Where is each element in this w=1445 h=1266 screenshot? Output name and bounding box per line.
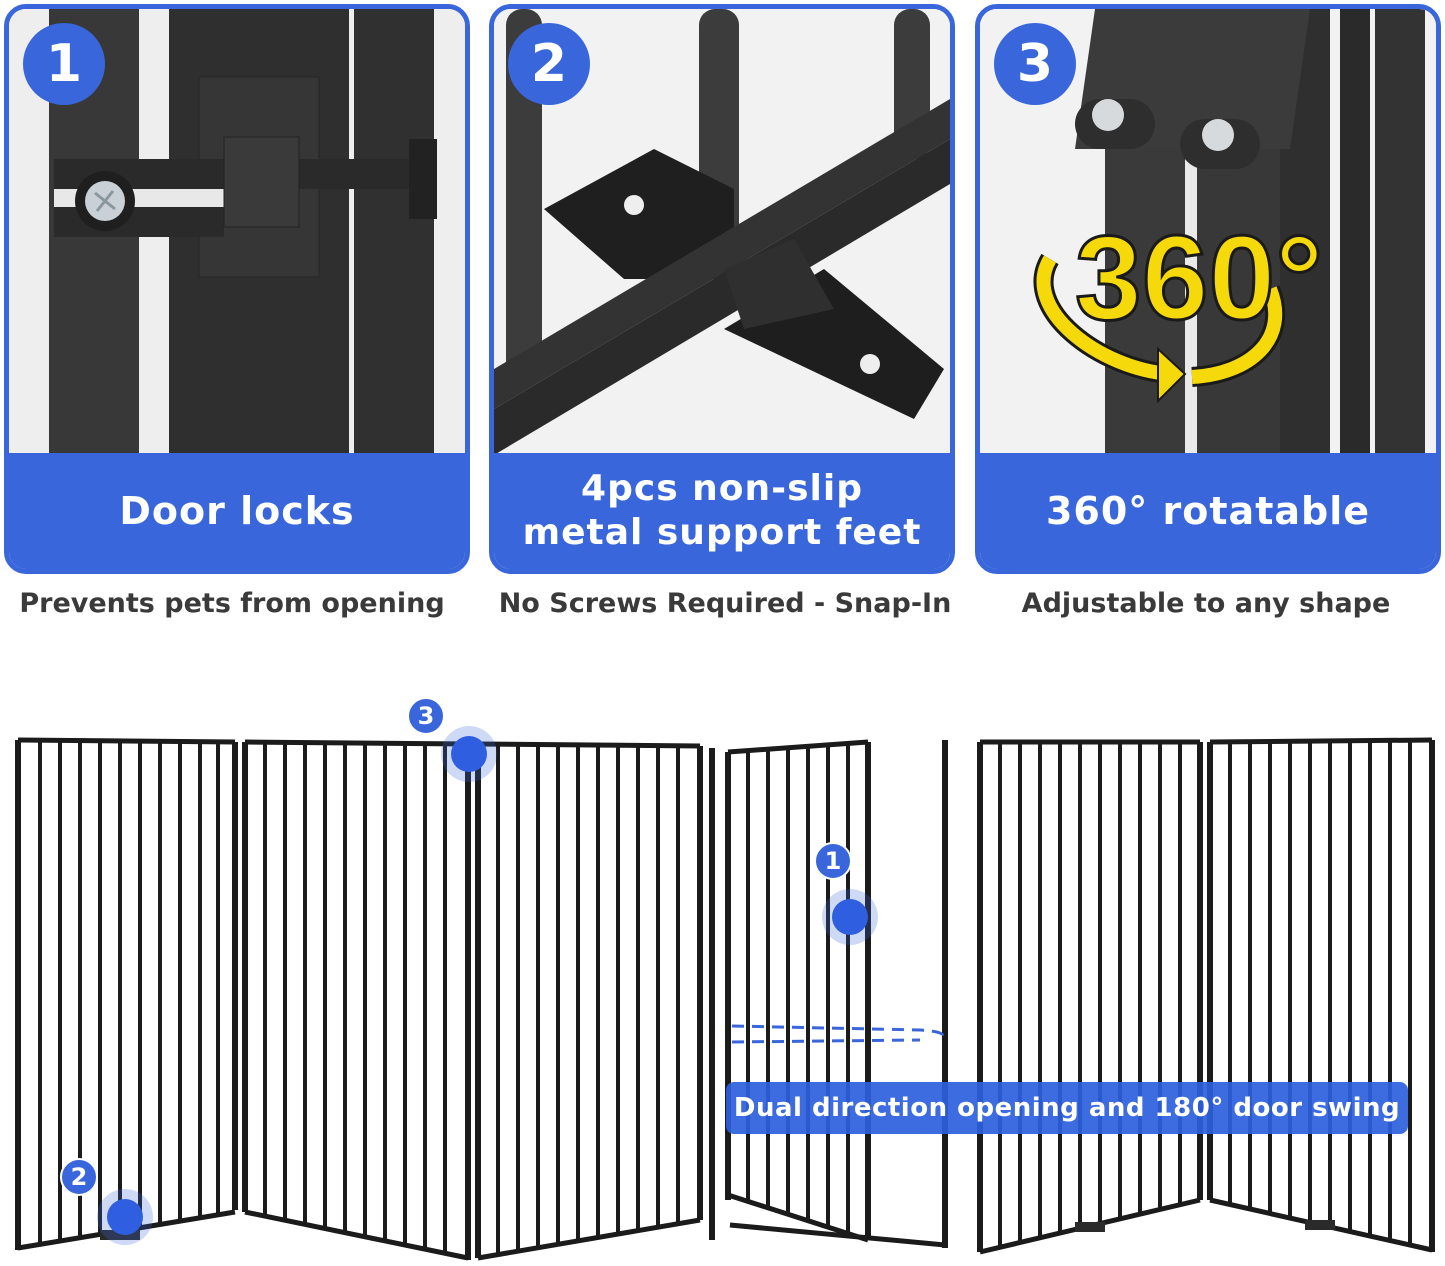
hotspot-badge-hinge: 3 — [407, 697, 445, 735]
feature-title-line2: metal support feet — [522, 512, 922, 553]
feature-title-line1: 4pcs non-slip — [581, 468, 863, 509]
feature-card-rotatable: 360° 3 360° rotatable — [975, 4, 1441, 574]
swing-arc-indicator — [731, 1024, 944, 1044]
door-lock-illustration — [9, 9, 465, 455]
door-swing-label: Dual direction opening and 180° door swi… — [726, 1082, 1408, 1134]
feature-caption: Adjustable to any shape — [1021, 588, 1391, 619]
feature-number-badge: 2 — [508, 23, 590, 105]
rotation-overlay-text: 360° — [1075, 211, 1323, 345]
feature-caption: Prevents pets from opening — [19, 588, 445, 619]
feature-card-door-locks: 1 Door locks — [4, 4, 470, 574]
feature-number-badge: 1 — [23, 23, 105, 105]
folding-gate-illustration — [15, 737, 1435, 1261]
feature-caption: No Screws Required - Snap-In — [498, 588, 952, 619]
feature-title: Door locks — [9, 453, 465, 569]
hotspot-badge-door-lock: 1 — [814, 842, 852, 880]
feature-title: 360° rotatable — [980, 453, 1436, 569]
folding-gate-diagram — [0, 680, 1445, 1266]
hotspot-marker-support-foot[interactable] — [97, 1189, 153, 1245]
hotspot-badge-support-foot: 2 — [60, 1158, 98, 1196]
hotspot-marker-hinge[interactable] — [441, 726, 497, 782]
feature-card-support-feet: 2 4pcs non-slip metal support feet — [489, 4, 955, 574]
feature-number-badge: 3 — [994, 23, 1076, 105]
door-lock-photo — [9, 9, 465, 455]
support-foot-illustration — [494, 9, 950, 455]
hotspot-marker-door-lock[interactable] — [822, 889, 878, 945]
support-foot-photo — [494, 9, 950, 455]
feature-title: 4pcs non-slip metal support feet — [494, 453, 950, 569]
